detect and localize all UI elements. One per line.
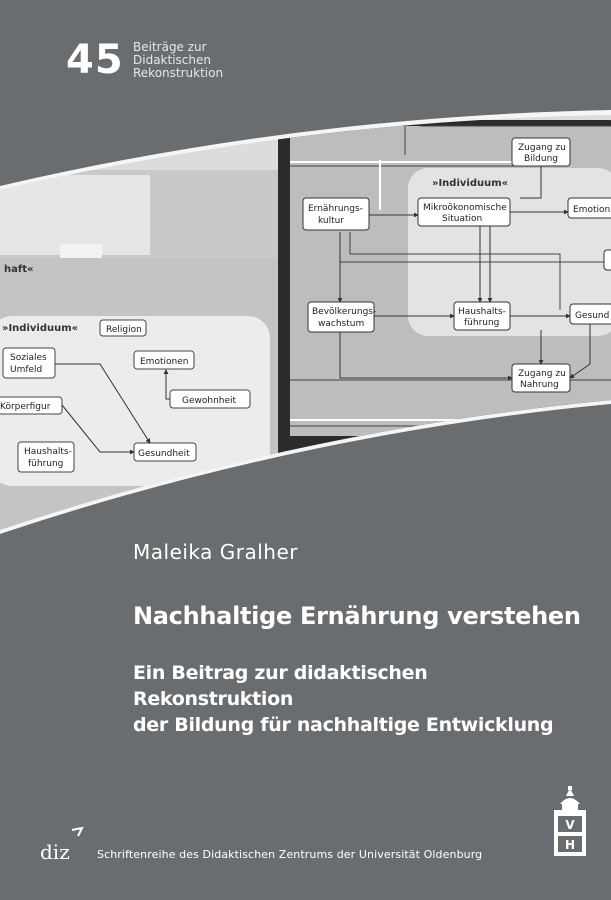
press-logo-h: H [565, 838, 575, 852]
left-diagram-panel: haft« »Individuum« Religion Soziales Umf… [0, 170, 280, 530]
series-title: Beiträge zur Didaktischen Rekonstruktion [133, 41, 253, 80]
publisher-series-name: Schriftenreihe des Didaktischen Zentrums… [97, 848, 483, 861]
right-diagram-panel: »Individuum« Zugang zu Bildung Ernährung… [278, 120, 611, 470]
box-emotion: Emotion [573, 205, 610, 215]
box-haushalt-r-2: führung [464, 318, 499, 328]
box-soziales-2: Umfeld [10, 365, 42, 375]
left-section-label: haft« [4, 264, 33, 275]
box-koerperfigur: Körperfigur [0, 402, 51, 412]
book-subtitle: Ein Beitrag zur didaktischen Rekonstrukt… [133, 660, 593, 738]
box-mikro-1: Mikroökonomische [423, 203, 507, 213]
diz-mark-icon [71, 826, 84, 837]
box-bevoelkerung-2: wachstum [318, 319, 364, 329]
right-group-label: »Individuum« [432, 178, 508, 189]
box-zugang-nahrung-2: Nahrung [520, 380, 559, 390]
box-zugang-bildung-2: Bildung [524, 154, 558, 164]
box-ernaehrung-1: Ernährungs- [308, 204, 363, 214]
box-mikro-2: Situation [442, 214, 482, 224]
series-title-line-1: Beiträge zur [133, 40, 207, 54]
box-gewohnheit: Gewohnheit [182, 396, 237, 406]
box-haushalt-1: Haushalts- [24, 447, 72, 457]
box-religion: Religion [106, 325, 142, 335]
press-logo-v: V [565, 818, 575, 832]
box-soziales-1: Soziales [10, 353, 47, 363]
series-number: 45 [66, 37, 124, 83]
box-gesund: Gesund [575, 311, 609, 321]
diz-logo: diz [40, 840, 70, 864]
subtitle-line-1: Ein Beitrag zur didaktischen Rekonstrukt… [133, 662, 428, 710]
box-haushalt-2: führung [28, 459, 63, 469]
box-zugang-nahrung-1: Zugang zu [518, 369, 566, 379]
box-emotionen: Emotionen [140, 357, 188, 367]
box-haushalt-r-1: Haushalts- [458, 307, 506, 317]
box-ernaehrung-2: kultur [318, 216, 344, 226]
press-tower-logo-icon: V H [554, 786, 586, 856]
left-group-label: »Individuum« [2, 323, 78, 334]
author-name: Maleika Gralher [133, 540, 299, 564]
series-title-line-3: Rekonstruktion [133, 66, 224, 80]
series-title-line-2: Didaktischen [133, 53, 211, 67]
box-gesundheit: Gesundheit [138, 449, 190, 459]
box-bevoelkerung-1: Bevölkerungs- [312, 307, 376, 317]
box-zugang-bildung-1: Zugang zu [518, 143, 566, 153]
subtitle-line-2: der Bildung für nachhaltige Entwicklung [133, 714, 554, 736]
book-title: Nachhaltige Ernährung verstehen [133, 602, 581, 630]
